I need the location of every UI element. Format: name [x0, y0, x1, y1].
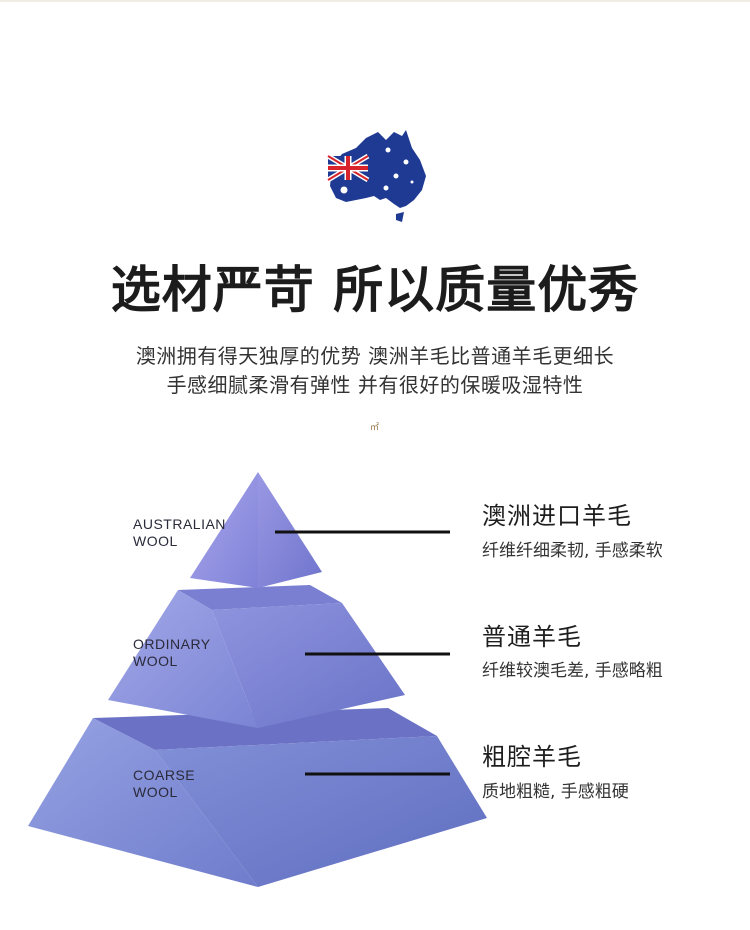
- level-2-en-label: ORDINARY WOOL: [133, 636, 211, 669]
- pyramid-tier-bottom-top-face: [93, 708, 437, 750]
- subtitle-line-2: 手感细腻柔滑有弹性 并有很好的保暖吸湿特性: [166, 373, 584, 397]
- pyramid-tier-top-left-face: [190, 472, 258, 588]
- pyramid-tier-middle-top-face: [178, 585, 342, 610]
- small-mark: ㎡: [370, 423, 380, 433]
- page-title: 选材严苛 所以质量优秀: [110, 261, 640, 319]
- level-1-title: 澳洲进口羊毛: [482, 502, 632, 530]
- level-3-desc: 质地粗糙, 手感粗硬: [482, 782, 629, 802]
- top-divider: [0, 0, 750, 2]
- level-3-title: 粗腔羊毛: [482, 743, 582, 771]
- level-1-desc: 纤维纤细柔韧, 手感柔软: [482, 541, 663, 561]
- level-2-desc: 纤维较澳毛差, 手感略粗: [482, 661, 663, 681]
- pyramid-tier-top-right-face: [258, 472, 322, 588]
- australia-flag-map-icon: [326, 130, 426, 222]
- pyramid-tier-middle-right-face: [212, 603, 405, 728]
- pyramid-tier-middle-left-face: [108, 590, 258, 728]
- level-1-en-label: AUSTRALIAN WOOL: [133, 516, 226, 549]
- subtitle-line-1: 澳洲拥有得天独厚的优势 澳洲羊毛比普通羊毛更细长: [135, 344, 615, 368]
- level-3-en-label: COARSE WOOL: [133, 767, 196, 800]
- level-2-title: 普通羊毛: [482, 623, 582, 651]
- wool-pyramid: [28, 472, 487, 887]
- pyramid-tier-bottom-left-face: [28, 718, 258, 887]
